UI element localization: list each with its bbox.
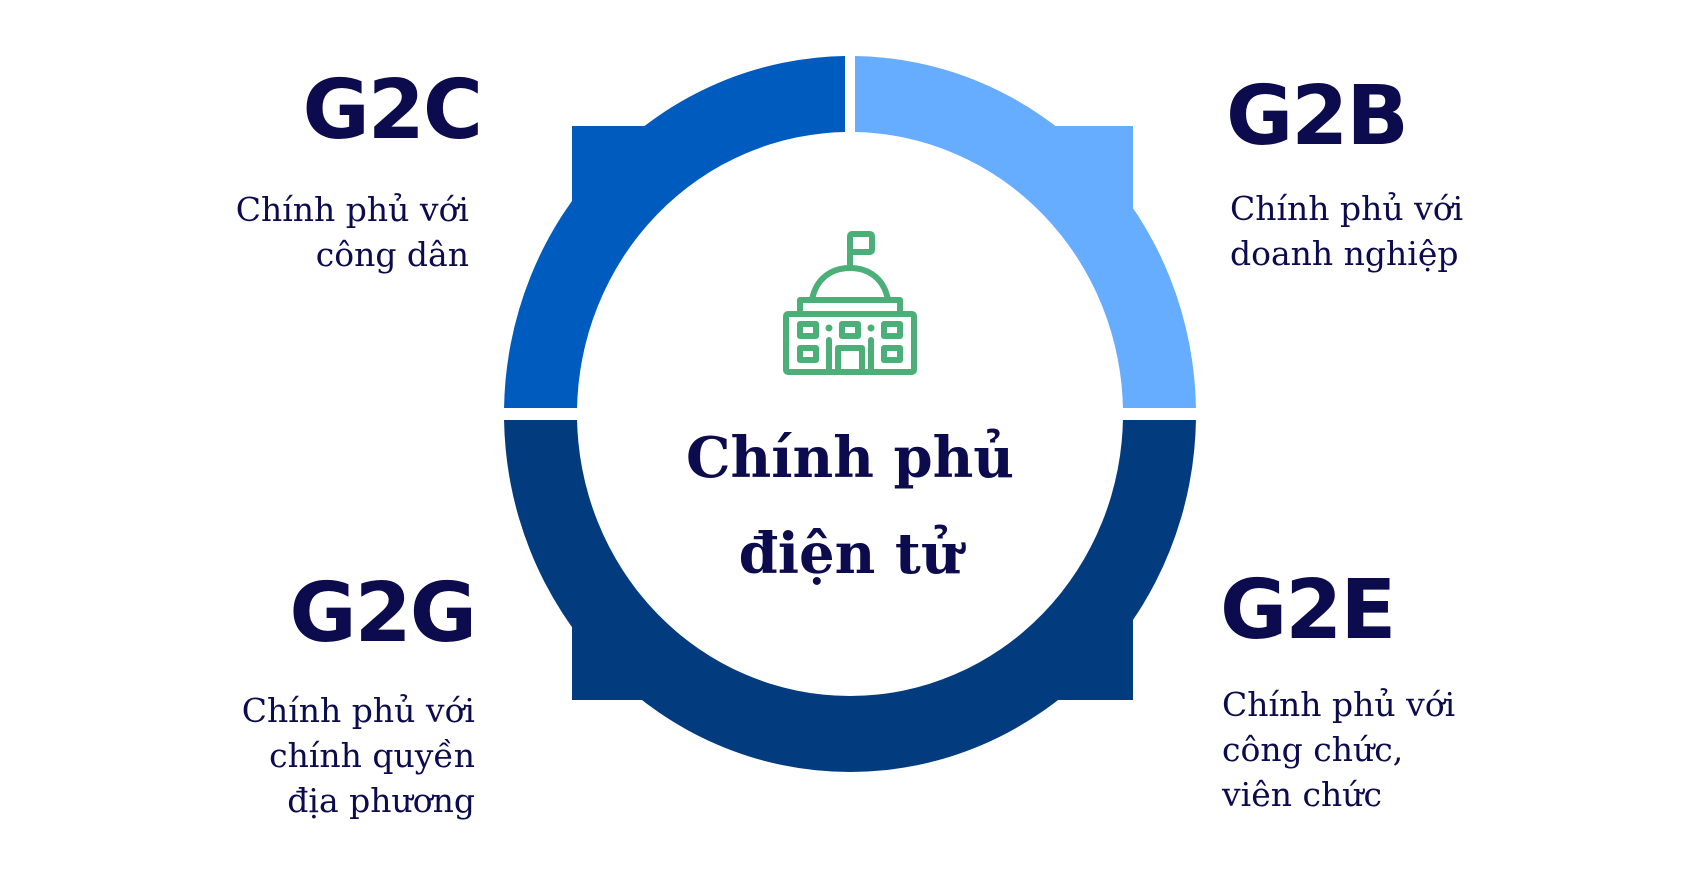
center-title-line-1: Chính phủ bbox=[685, 425, 1015, 491]
g2g-description: Chính phủ với chính quyền địa phương bbox=[242, 688, 475, 823]
g2e-code: G2E bbox=[1220, 563, 1396, 658]
g2e-desc-line-2: công chức, bbox=[1222, 730, 1404, 769]
g2b-desc-line-1: Chính phủ với bbox=[1230, 189, 1464, 228]
g2c-description: Chính phủ với công dân bbox=[236, 187, 469, 277]
g2c-desc-line-2: công dân bbox=[315, 235, 469, 274]
g2g-code: G2G bbox=[289, 566, 477, 661]
g2c-code: G2C bbox=[302, 63, 483, 158]
center-title-line-2: điện tử bbox=[738, 521, 962, 587]
g2e-desc-line-3: viên chức bbox=[1222, 775, 1382, 814]
g2b-desc-line-2: doanh nghiệp bbox=[1230, 234, 1459, 273]
g2b-description: Chính phủ với doanh nghiệp bbox=[1230, 186, 1463, 276]
g2g-desc-line-3: địa phương bbox=[287, 781, 475, 820]
g2e-desc-line-1: Chính phủ với bbox=[1222, 685, 1456, 724]
bottom-segment bbox=[504, 420, 1196, 772]
g2c-segment bbox=[504, 56, 845, 408]
g2e-description: Chính phủ với công chức, viên chức bbox=[1222, 682, 1455, 817]
government-building-icon bbox=[783, 231, 917, 375]
g2b-code: G2B bbox=[1226, 69, 1409, 164]
g2c-desc-line-1: Chính phủ với bbox=[235, 190, 469, 229]
g2b-segment bbox=[855, 56, 1196, 408]
center-title: Chính phủ điện tử bbox=[600, 410, 1100, 602]
g2g-desc-line-2: chính quyền bbox=[269, 736, 475, 775]
g2g-desc-line-1: Chính phủ với bbox=[241, 691, 475, 730]
